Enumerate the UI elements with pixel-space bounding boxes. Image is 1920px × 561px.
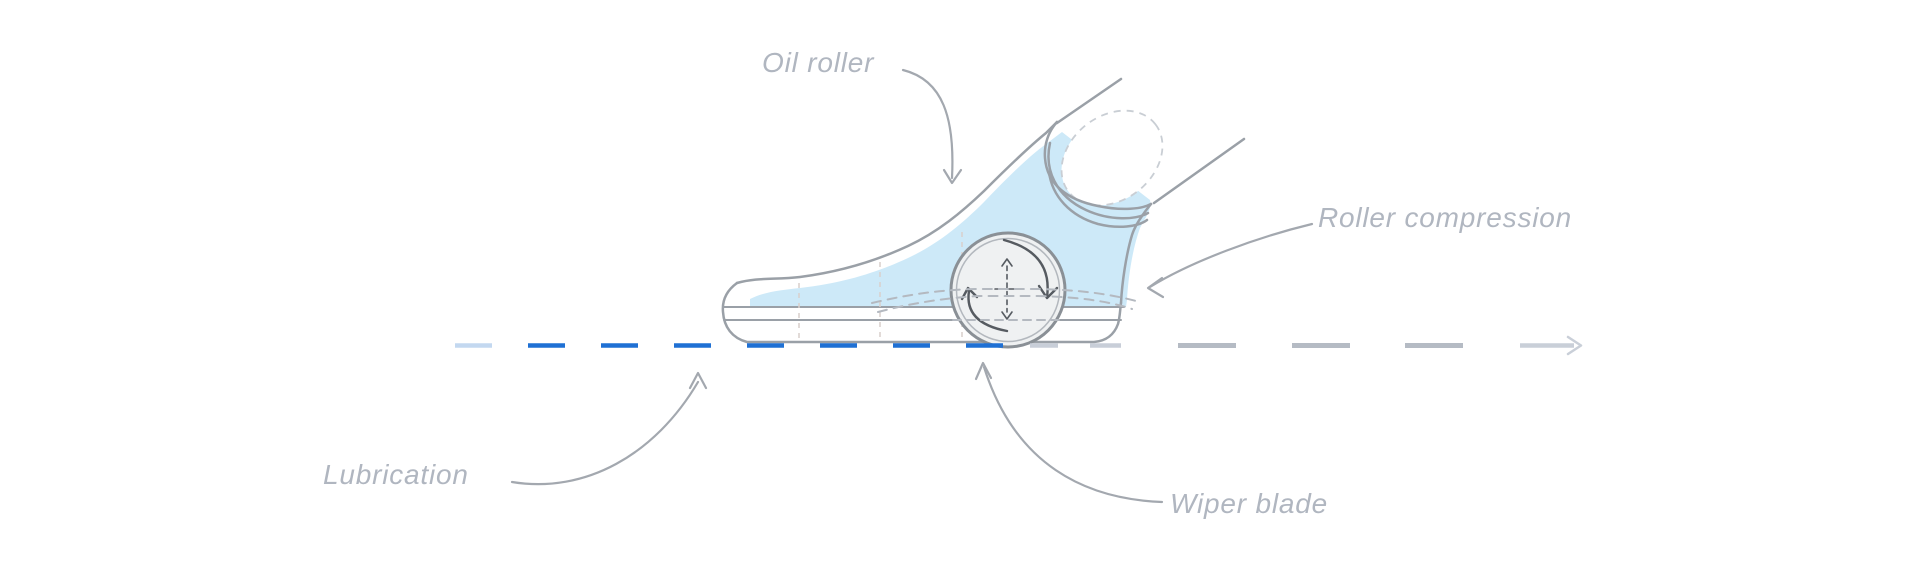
motion-arrowhead-down xyxy=(1001,311,1013,320)
shoe-heel-outline xyxy=(1119,202,1153,305)
callout-leaders xyxy=(510,68,1314,504)
roller-compression-label: Roller compression xyxy=(1318,202,1573,233)
rotation-arrowhead-left xyxy=(960,286,979,301)
roller-compression-arrowhead-icon xyxy=(1146,276,1165,299)
collar-opening-dashed-rim xyxy=(1060,109,1164,207)
oil-film-line-lower xyxy=(877,295,1133,313)
shoe-sole-outline xyxy=(721,281,1123,344)
motion-arrowhead-up xyxy=(1001,258,1013,267)
leg-line-front xyxy=(1055,77,1123,125)
collar-opening xyxy=(1060,109,1164,207)
ground-direction-arrow xyxy=(1520,335,1583,356)
wiper-blade-arrowhead-icon xyxy=(974,361,993,381)
oil-film-lines xyxy=(871,288,1137,321)
shoe-outline-group xyxy=(721,77,1246,344)
lubrication-arrowhead-icon xyxy=(688,371,708,390)
wiper-blade-leader xyxy=(982,365,1164,504)
oil-roller-label: Oil roller xyxy=(762,47,875,78)
oil-roller-leader xyxy=(901,68,954,180)
oil-film-line-upper xyxy=(871,288,1137,304)
lubrication-label: Lubrication xyxy=(323,459,469,490)
rotation-arrow-left xyxy=(967,289,1009,333)
ground-line xyxy=(455,335,1583,356)
rotation-arrowhead-right xyxy=(1037,284,1059,300)
oil-roller-arrowhead-icon xyxy=(942,168,963,185)
collar-arc-middle xyxy=(1047,141,1150,220)
lubrication-leader xyxy=(510,380,700,486)
leg-line-back xyxy=(1152,137,1246,205)
roller-compression-leader xyxy=(1148,222,1314,289)
oil-roller-wheel xyxy=(949,231,1067,349)
shoe-upper-outline xyxy=(735,120,1059,285)
ground-arrowhead-icon xyxy=(1566,335,1583,356)
wiper-blade-label: Wiper blade xyxy=(1170,488,1328,519)
